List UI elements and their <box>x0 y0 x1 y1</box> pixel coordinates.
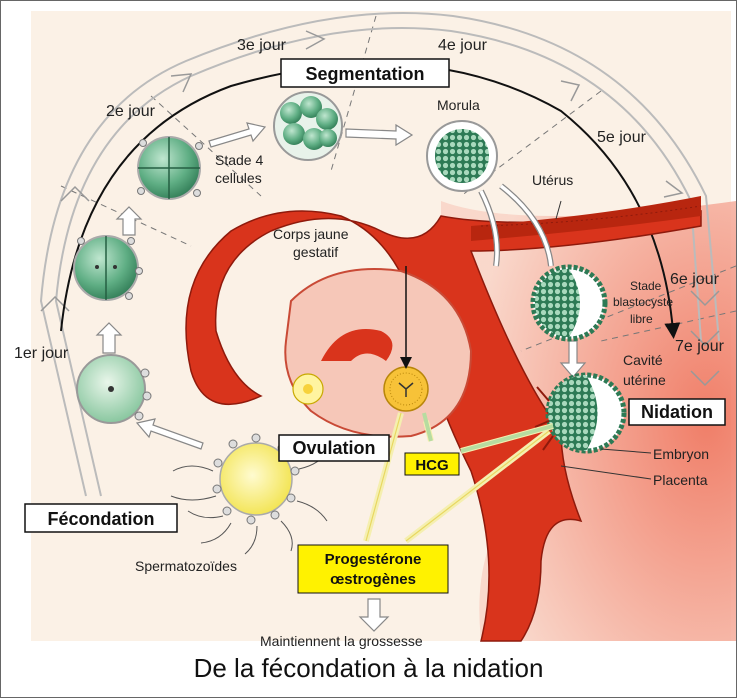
day-5-label: 5e jour <box>597 129 647 146</box>
segmentation-box: Segmentation <box>281 59 449 87</box>
blastocyste-label-1: Stade <box>630 279 662 293</box>
progesterone-label-2: œstrogènes <box>330 571 416 588</box>
uterus-label: Utérus <box>532 172 573 188</box>
corps-jaune-label-1: Corps jaune <box>273 226 349 242</box>
day-4-label: 4e jour <box>438 37 488 54</box>
hcg-label: HCG <box>415 457 448 474</box>
day-2-label: 2e jour <box>106 103 156 120</box>
fecondation-label: Fécondation <box>48 509 155 529</box>
fecondation-box: Fécondation <box>25 504 177 532</box>
nidation-box: Nidation <box>629 399 725 425</box>
hcg-box: HCG <box>405 453 459 475</box>
day-7-label: 7e jour <box>675 338 725 355</box>
stade4-label-2: cellules <box>215 170 262 186</box>
ovulation-box: Ovulation <box>279 435 389 461</box>
blastocyste-label-3: libre <box>630 312 653 326</box>
morula-label: Morula <box>437 97 480 113</box>
day-6-label: 6e jour <box>670 271 720 288</box>
blastocyste-label-2: blastocyste <box>613 295 673 309</box>
follicle-core <box>303 384 313 394</box>
day-3-label: 3e jour <box>237 37 287 54</box>
maintiennent-label: Maintiennent la grossesse <box>260 633 423 649</box>
corps-jaune-label-2: gestatif <box>293 244 338 260</box>
day-1-label: 1er jour <box>14 345 69 362</box>
progesterone-label-1: Progestérone <box>325 551 422 568</box>
blastocyste-libre <box>533 267 605 339</box>
figure-caption: De la fécondation à la nidation <box>1 653 736 684</box>
spermatozoides-label: Spermatozoïdes <box>135 558 237 574</box>
embryon-label: Embryon <box>653 446 709 462</box>
segmentation-label: Segmentation <box>305 64 424 84</box>
placenta-label: Placenta <box>653 472 708 488</box>
morula <box>427 121 497 191</box>
nidation-label: Nidation <box>641 402 713 422</box>
cell-8-cells <box>274 92 342 160</box>
stade4-label-1: Stade 4 <box>215 152 263 168</box>
cavite-label-2: utérine <box>623 372 666 388</box>
diagram-canvas: 1er jour 2e jour 3e jour 4e jour 5e jour… <box>1 1 736 651</box>
cavite-label-1: Cavité <box>623 352 663 368</box>
ovulation-label: Ovulation <box>292 438 375 458</box>
progesterone-box: Progestérone œstrogènes <box>298 545 448 593</box>
